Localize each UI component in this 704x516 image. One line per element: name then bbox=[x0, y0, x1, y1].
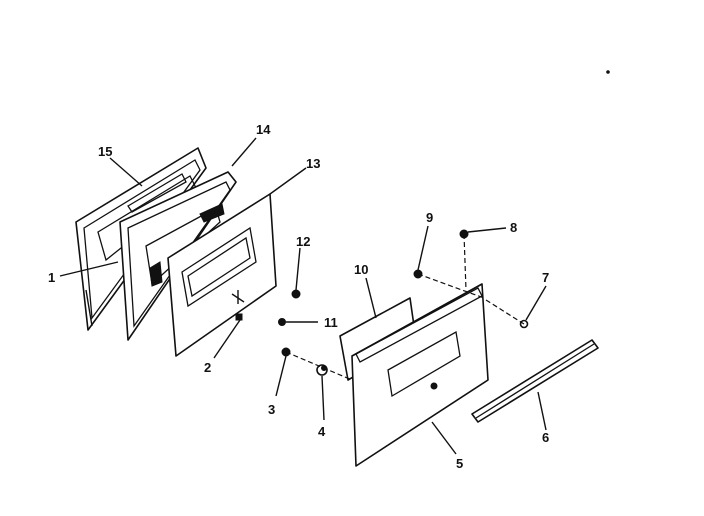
part-13-door-panel bbox=[167, 193, 277, 357]
callout-1: 1 bbox=[48, 270, 55, 285]
callout-12: 12 bbox=[296, 234, 310, 249]
part-5-outer-door-panel bbox=[351, 283, 489, 467]
assembly-lines bbox=[285, 233, 525, 381]
screw-12 bbox=[291, 289, 301, 299]
callout-3: 3 bbox=[268, 402, 275, 417]
screw-11 bbox=[278, 318, 286, 326]
callout-15: 15 bbox=[98, 144, 112, 159]
callout-4: 4 bbox=[318, 424, 326, 439]
callout-2: 2 bbox=[204, 360, 211, 375]
callout-13: 13 bbox=[306, 156, 320, 171]
callout-8: 8 bbox=[510, 220, 517, 235]
callout-9: 9 bbox=[426, 210, 433, 225]
stray-dot bbox=[606, 70, 610, 74]
callout-6: 6 bbox=[542, 430, 549, 445]
callout-labels: 15 14 13 1 12 11 2 3 4 10 9 8 7 6 5 bbox=[48, 122, 549, 471]
part-6-door-handle bbox=[471, 339, 599, 423]
leader-lines bbox=[59, 70, 610, 455]
callout-11: 11 bbox=[324, 315, 338, 330]
callout-7: 7 bbox=[542, 270, 549, 285]
callout-10: 10 bbox=[354, 262, 368, 277]
callout-14: 14 bbox=[256, 122, 271, 137]
callout-5: 5 bbox=[456, 456, 463, 471]
